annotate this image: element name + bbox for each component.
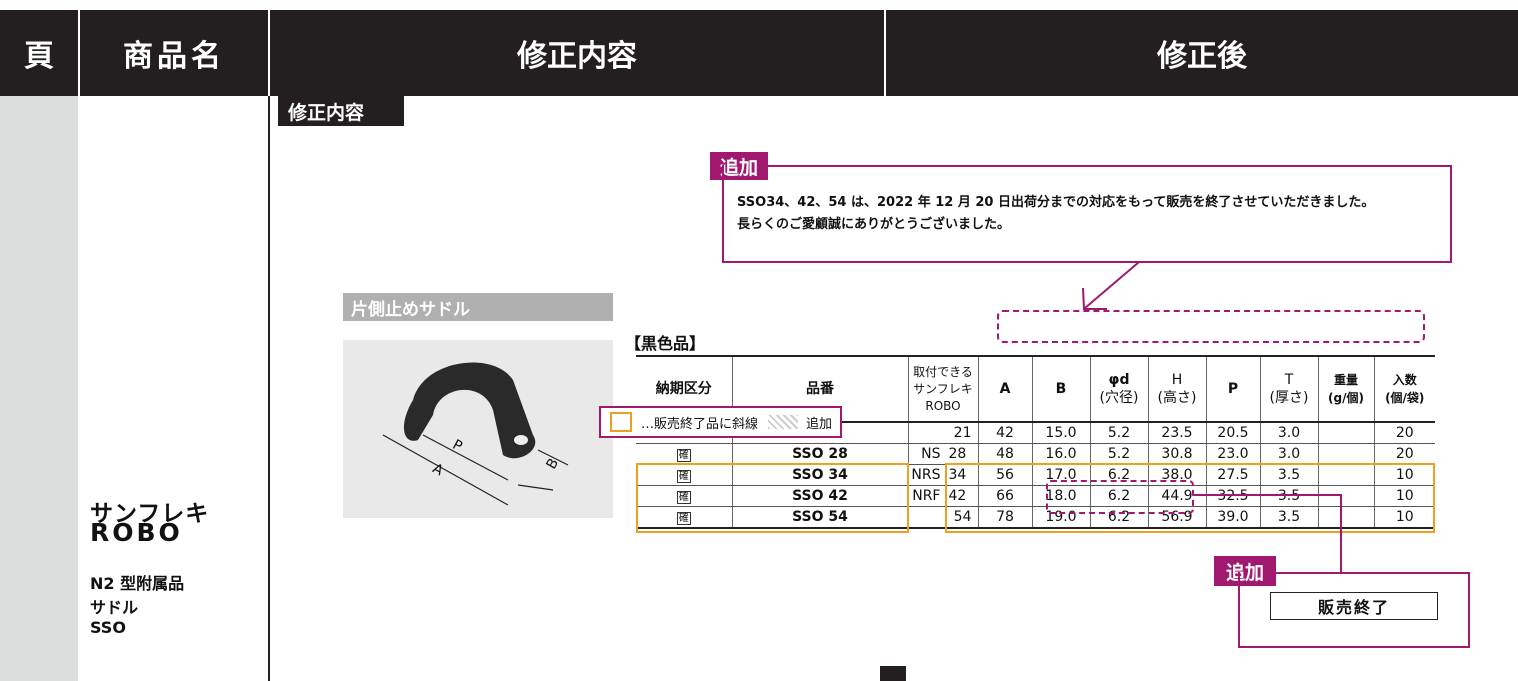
add-tag-top: 追加 [710,152,768,180]
callout-top-line [1274,572,1470,574]
header-correction: 修正内容 [270,10,884,96]
col-p: P [1205,356,1260,423]
legend-suffix: 追加 [806,417,833,432]
connector-v [1340,494,1342,574]
col-d: φd(穴径) [1089,356,1148,423]
col-weight: 重量(g/個) [1317,356,1374,423]
col-t: T(厚さ) [1259,356,1318,423]
arrow-icon [1082,261,1140,310]
discontinued-highlight-right [945,463,1435,533]
col-a: A [977,356,1032,423]
header-page-label: 頁 [24,39,54,74]
add-tag-bottom: 追加 [1214,556,1276,586]
dashed-highlight-header [997,310,1425,343]
page-marker [880,666,906,681]
header-product-name: 商品名 [80,10,268,96]
product-line-2: サドル [90,598,139,617]
col-qty: 入数(個/袋) [1373,356,1435,423]
discontinued-highlight-left [636,463,909,533]
col-h: H(高さ) [1147,356,1206,423]
notice-line-1: SSO34、42、54 は、2022 年 12 月 20 日出荷分までの対応をも… [737,195,1375,210]
legend-text: …販売終了品に斜線 [641,417,759,432]
notice-line-2: 長らくのご愛顧誠にありがとうございました。 [737,217,1011,232]
header-page: 頁 [0,10,78,96]
table-title: 【黒色品】 [625,334,706,353]
saddle-illustration [382,362,569,506]
page-column [0,96,78,681]
legend-box [599,406,842,438]
connector-h [1194,494,1342,496]
brand-en: ROBO [90,518,183,547]
product-line-3: SSO [90,618,126,637]
product-category-bar: 片側止めサドル [343,293,613,321]
product-photo [343,340,613,518]
dashed-highlight-values [1046,480,1194,514]
discontinued-label: 販売終了 [1270,592,1438,620]
column-divider [268,96,270,681]
callout-box [1238,572,1470,648]
notice-top-line [766,165,1452,167]
col-b: B [1031,356,1090,423]
legend-hatch [768,415,798,429]
header-after: 修正後 [886,10,1518,96]
header-after-label: 修正後 [1157,39,1247,74]
notice-box [722,165,1452,263]
product-line-1: N2 型附属品 [90,574,185,593]
header-product-label: 商品名 [123,39,225,74]
brand-kana: サンフレキ [90,501,210,527]
section-label: 修正内容 [278,96,404,126]
header-correction-label: 修正内容 [517,39,637,74]
legend-swatch [610,412,632,432]
